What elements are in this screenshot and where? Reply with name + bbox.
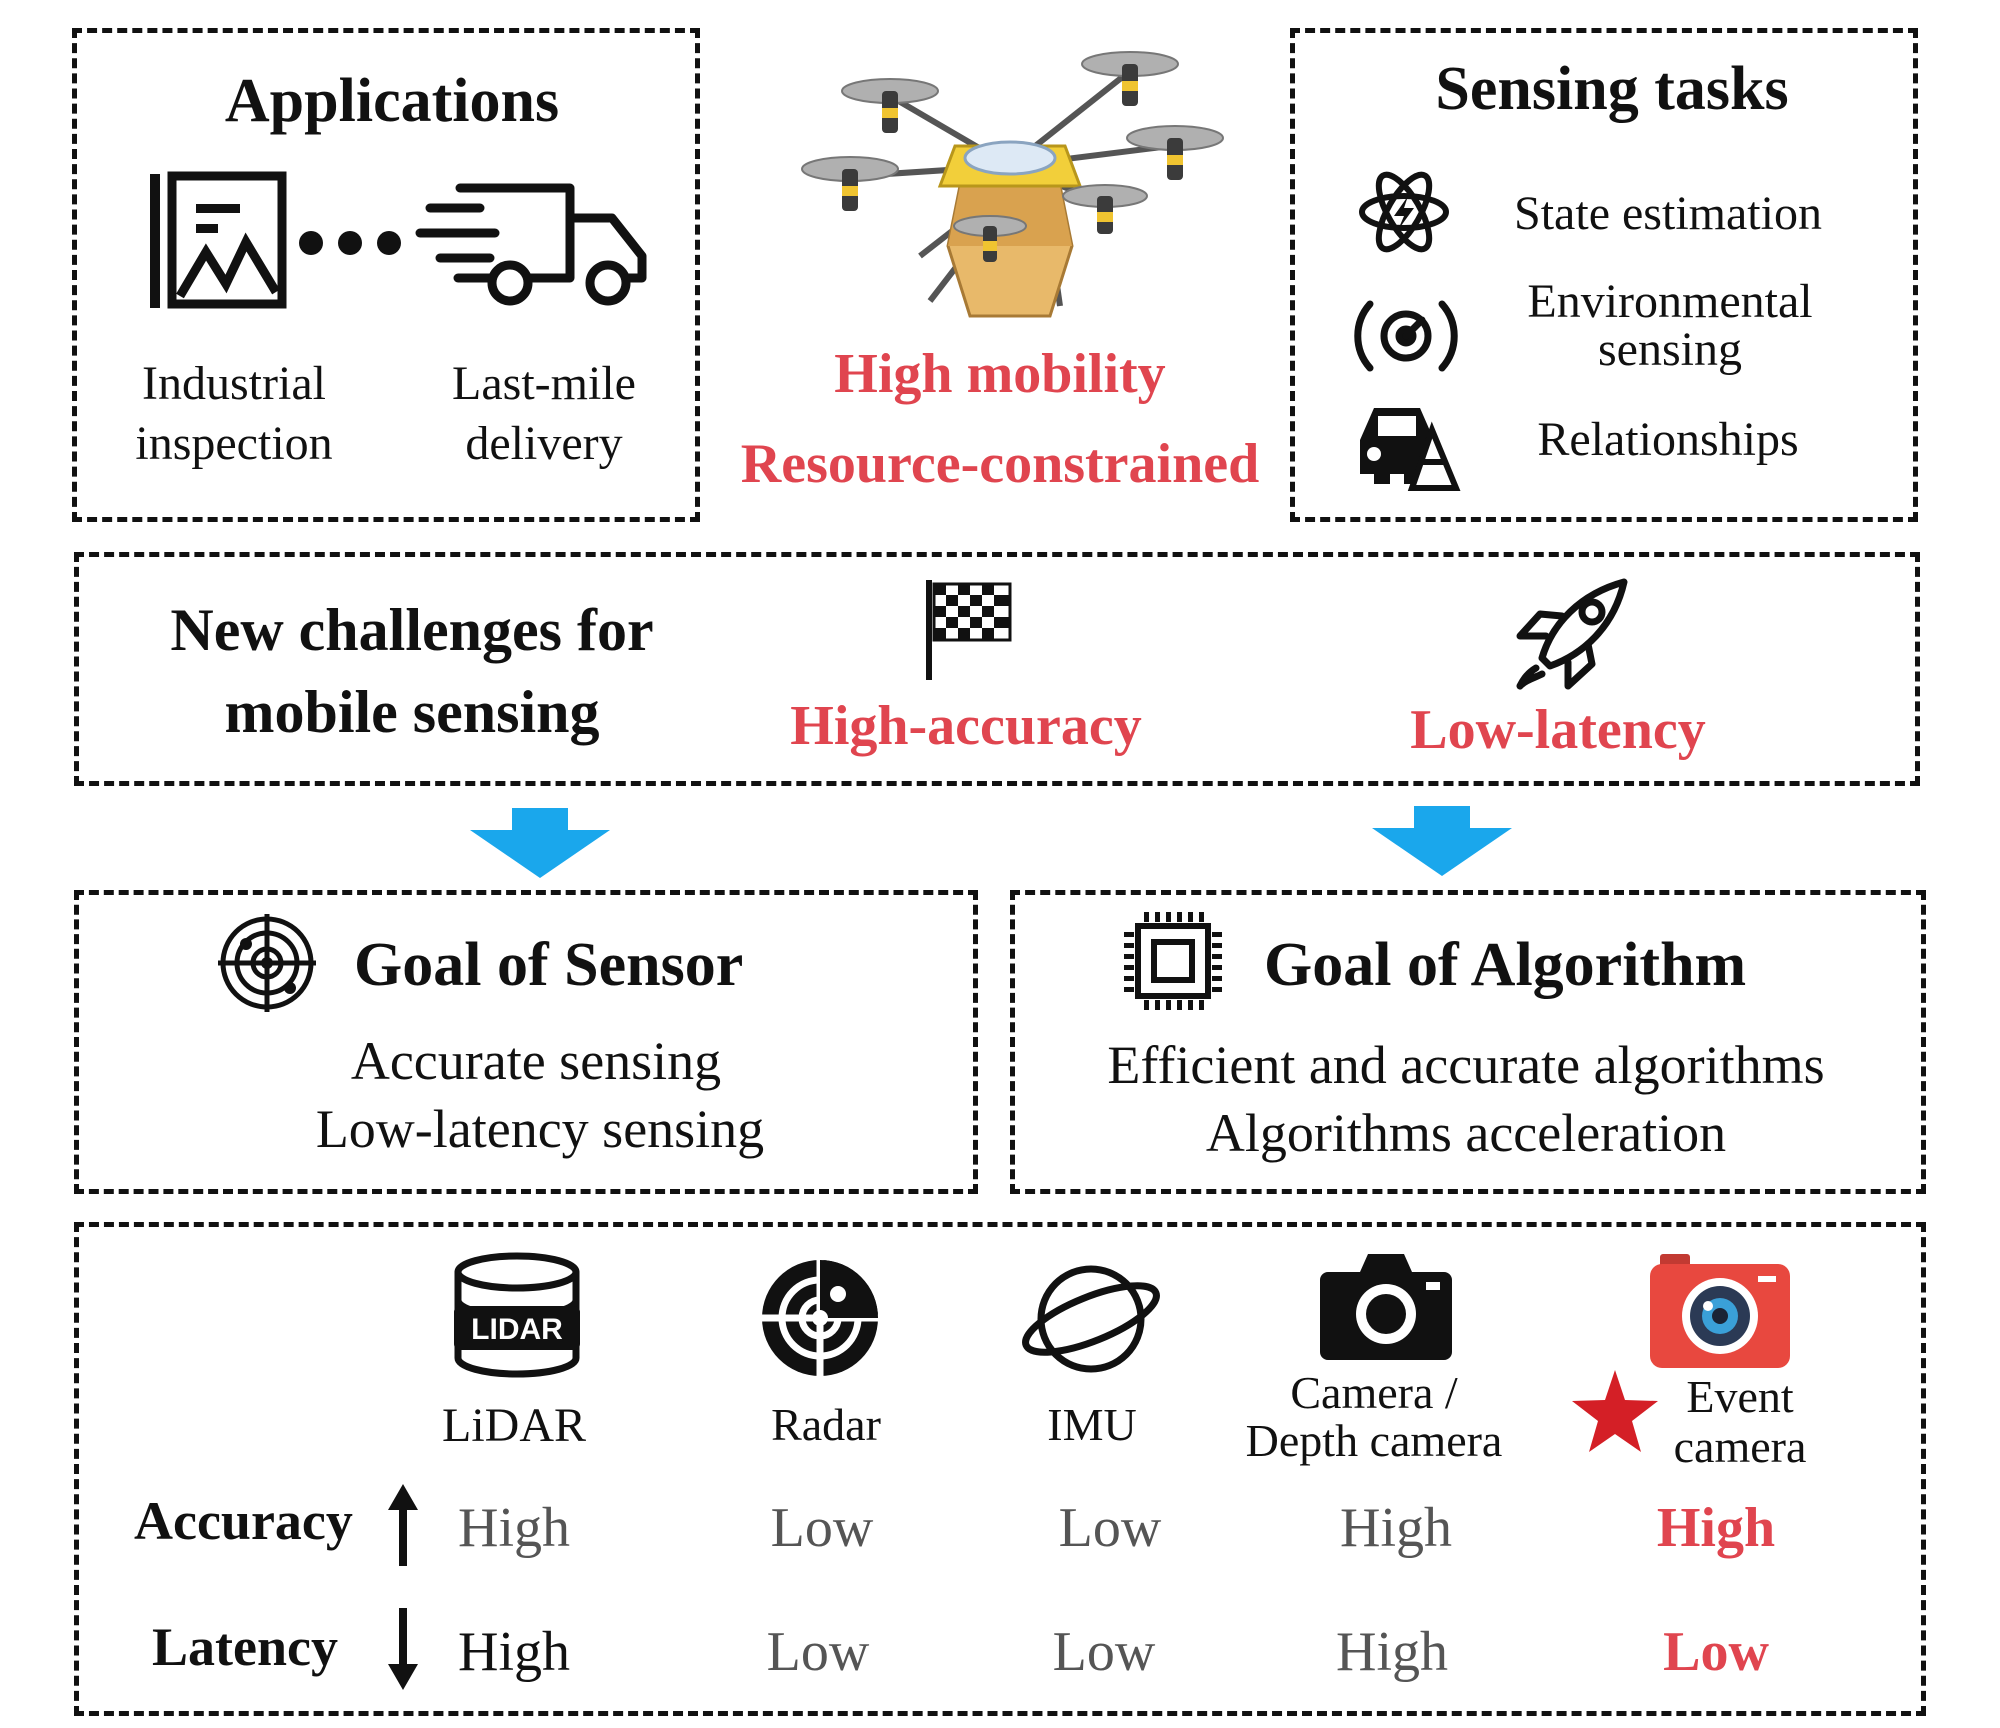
sensing-task-environmental-line1: Environmental <box>1527 275 1813 328</box>
arrow-to-algorithm-goal-icon <box>1372 806 1512 876</box>
goal-algorithm-panel <box>1010 890 1926 1194</box>
sensor-comparison-panel <box>74 1222 1926 1716</box>
atom-icon <box>1359 171 1449 253</box>
radar-icon <box>762 1260 878 1376</box>
sensing-task-state-estimation: State estimation <box>1514 187 1822 240</box>
goal-algorithm-title: Goal of Algorithm <box>1264 931 1747 999</box>
applications-title: Applications <box>224 67 560 135</box>
camera-icon <box>1320 1254 1452 1360</box>
drone-trait-high-mobility: High mobility <box>834 343 1166 405</box>
latency-lidar: High <box>458 1621 570 1683</box>
goal-sensor-title: Goal of Sensor <box>354 931 744 999</box>
challenges-panel <box>74 552 1920 786</box>
challenge-high-accuracy: High-accuracy <box>790 695 1142 757</box>
accuracy-lidar: High <box>458 1497 570 1559</box>
latency-event-camera: Low <box>1663 1621 1769 1683</box>
application-industrial-line1: Industrial <box>142 357 326 410</box>
applications-panel <box>72 28 700 522</box>
row-label-accuracy: Accuracy <box>134 1491 353 1551</box>
rocket-icon <box>1516 578 1628 690</box>
row-label-latency: Latency <box>152 1617 338 1677</box>
sensor-name-camera-line2: Depth camera <box>1245 1415 1503 1466</box>
goal-sensor-line1: Accurate sensing <box>350 1031 722 1091</box>
drone-trait-resource-constrained: Resource-constrained <box>740 433 1260 495</box>
event-camera-icon <box>1650 1254 1790 1368</box>
sensing-tasks-title: Sensing tasks <box>1435 55 1789 123</box>
inspection-monitor-icon <box>150 171 287 309</box>
goal-algorithm-line2: Algorithms acceleration <box>1205 1103 1727 1163</box>
sensor-name-imu: IMU <box>1047 1399 1137 1450</box>
checkered-flag-icon <box>926 580 1012 680</box>
accuracy-camera: High <box>1340 1497 1452 1559</box>
challenges-title-line2: mobile sensing <box>224 679 600 745</box>
goal-sensor-line2: Low-latency sensing <box>315 1099 765 1159</box>
chip-icon <box>1124 912 1222 1010</box>
arrow-up-icon <box>388 1484 418 1566</box>
arrow-down-icon <box>388 1608 418 1690</box>
goal-sensor-panel <box>74 890 978 1194</box>
arrow-to-sensor-goal-icon <box>470 808 610 878</box>
sensing-tasks-panel <box>1290 28 1918 522</box>
ellipsis-icon <box>299 231 401 255</box>
radar-signal-icon <box>1354 300 1458 372</box>
sensor-name-camera-line1: Camera / <box>1290 1367 1458 1418</box>
sensor-name-event-line2: camera <box>1673 1421 1807 1472</box>
challenges-title-line1: New challenges for <box>170 597 654 663</box>
application-delivery-line2: delivery <box>465 417 623 470</box>
challenge-low-latency: Low-latency <box>1410 699 1706 761</box>
accuracy-event-camera: High <box>1656 1497 1776 1559</box>
accuracy-imu: Low <box>1058 1497 1162 1559</box>
delivery-drone-icon <box>801 51 1224 318</box>
delivery-truck-icon <box>415 183 647 306</box>
radar-scope-icon <box>218 914 316 1012</box>
sensor-name-radar: Radar <box>771 1399 881 1450</box>
accuracy-radar: Low <box>770 1497 874 1559</box>
lidar-icon: LIDAR <box>454 1252 580 1378</box>
star-icon <box>1572 1370 1658 1452</box>
application-delivery-line1: Last-mile <box>452 357 636 410</box>
application-industrial-line2: inspection <box>135 417 333 470</box>
imu-orbit-icon <box>1022 1265 1160 1373</box>
latency-camera: High <box>1336 1621 1448 1683</box>
latency-imu: Low <box>1052 1621 1156 1683</box>
goal-algorithm-line1: Efficient and accurate algorithms <box>1107 1035 1825 1095</box>
sensing-task-environmental-line2: sensing <box>1598 323 1742 376</box>
latency-radar: Low <box>766 1621 870 1683</box>
sensing-task-relationships: Relationships <box>1537 413 1799 466</box>
car-cone-icon <box>1360 408 1461 491</box>
sensor-name-lidar: LiDAR <box>442 1399 586 1452</box>
sensor-name-event-line1: Event <box>1686 1371 1794 1422</box>
lidar-icon-label: LIDAR <box>471 1313 563 1346</box>
